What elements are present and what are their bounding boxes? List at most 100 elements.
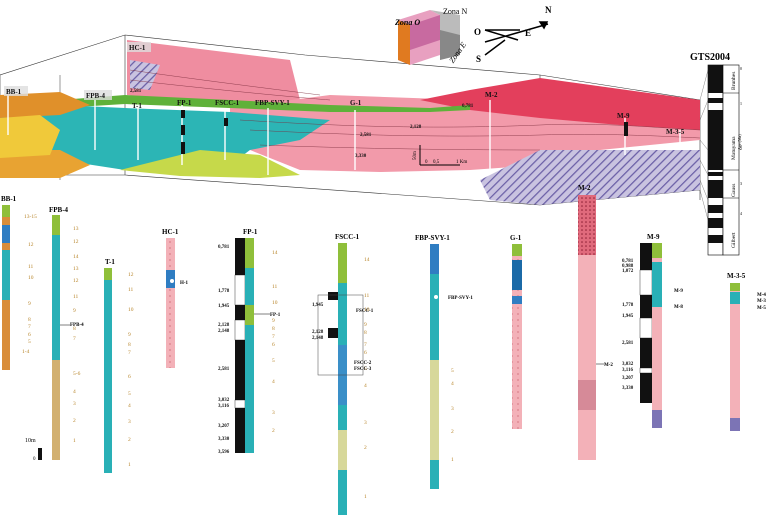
unit-label: 1	[73, 438, 76, 444]
column-title: M-2	[578, 184, 591, 192]
column-m9: M-9 0,781 0,988 1,072 1,778 1,945 2,581 …	[622, 233, 683, 428]
sample-label: M-4	[757, 293, 766, 298]
age-label: 2,581	[622, 341, 634, 346]
column-title: G-1	[510, 234, 522, 242]
column-m35: M-3-5 M-4 M-3 M-5	[727, 272, 766, 431]
unit-label: 2	[364, 445, 367, 451]
column-title: T-1	[105, 258, 115, 266]
unit-label: 7	[128, 350, 131, 356]
sample-label: FSCC-2	[354, 361, 372, 366]
scale-tick: 0,5	[433, 160, 440, 165]
age-label: 3,330	[622, 386, 634, 391]
age-label: 0,988	[622, 264, 634, 269]
zone-n-label: Zona N	[443, 7, 467, 16]
unit-label: 1	[364, 494, 367, 500]
unit-label: 6	[272, 342, 275, 348]
age-label: 3,207	[218, 424, 230, 429]
scalebar-label: 10m	[25, 438, 36, 444]
well-label-hc1: HC-1	[129, 44, 146, 52]
well-label-m35: M-3-5	[666, 128, 685, 136]
age-label: 1,945	[312, 303, 324, 308]
column-g1: G-1	[510, 234, 522, 429]
column-title: FSCC-1	[335, 233, 360, 241]
scale-tick: 1 Km	[456, 160, 467, 165]
age-label: 3,032	[622, 362, 634, 367]
well-label-bb1: BB-1	[6, 88, 22, 96]
unit-label: 8	[128, 342, 131, 348]
unit-label: 6	[364, 350, 367, 356]
unit-label: 12	[73, 278, 79, 284]
well-label-m9: M-9	[617, 112, 630, 120]
age-label: 3,032	[218, 398, 230, 403]
age-label: 2,148	[312, 336, 324, 341]
unit-label: 5-6	[73, 371, 81, 377]
epoch-matuyama: Matuyama	[731, 136, 737, 160]
epoch-gilbert: Gilbert	[731, 232, 737, 248]
unit-label: 5	[364, 366, 367, 372]
unit-label: 2	[272, 428, 275, 434]
well-label-t1: T-1	[132, 102, 142, 110]
column-t1: T-1 12 11 10 9 8 7 6 5 4 3 2 1	[104, 258, 134, 473]
scalebar-zero: 0	[33, 457, 36, 462]
age-label: 2,581	[130, 89, 142, 94]
sample-label: M-8	[674, 305, 683, 310]
unit-label: 4	[272, 379, 275, 385]
age-label: 3,116	[218, 404, 229, 409]
age-label: 0,781	[622, 259, 634, 264]
unit-label: 13	[73, 266, 79, 272]
unit-label: 4	[451, 381, 454, 387]
unit-label: 4	[364, 383, 367, 389]
epoch-gauss: Gauss	[731, 184, 737, 197]
unit-label: 8	[73, 326, 76, 332]
unit-label: 3	[451, 406, 454, 412]
unit-label: 9	[28, 301, 31, 307]
scale-tick: 0	[425, 160, 428, 165]
gts-tick: 2	[740, 146, 742, 151]
age-label: 2,148	[218, 329, 230, 334]
unit-label: 9	[73, 308, 76, 314]
panel-well-labels: BB-1 FPB-4 HC-1 T-1 FP-1 FSCC-1 FBP-SVY-…	[4, 42, 685, 136]
age-label: 0,781	[218, 245, 230, 250]
gts-title: GTS2004	[690, 52, 730, 63]
unit-label: 4	[128, 403, 131, 409]
column-title: FP-1	[243, 228, 258, 236]
panel-scale: 50m 0 0,5 1 Km	[413, 145, 467, 166]
unit-label: 8	[364, 330, 367, 336]
gts-axis-label: Age (Ma)	[737, 134, 742, 150]
column-bb1: BB-1 13-15 12 11 10 9 8 7 6 5 1-4	[1, 195, 37, 370]
block-diagram-inset: Zona O Zona N Zona E	[394, 7, 468, 65]
column-title: FBP-SVY-1	[415, 234, 450, 242]
unit-label: 5	[128, 391, 131, 397]
compass-icon	[484, 21, 549, 56]
column-title: M-9	[647, 233, 660, 241]
age-label: 2,128	[312, 330, 324, 335]
age-label: 2,128	[218, 323, 230, 328]
sample-label: M-9	[674, 289, 683, 294]
unit-label: 7	[272, 334, 275, 340]
well-label-fp1: FP-1	[177, 99, 192, 107]
unit-label: 14	[364, 257, 370, 263]
sample-label: FBP-SVY-1	[448, 296, 473, 301]
age-label: 3,330	[218, 437, 230, 442]
age-label: 3,330	[355, 154, 367, 159]
age-label: 1,072	[622, 269, 634, 274]
vertical-scale-label: 50m	[413, 151, 418, 160]
unit-label: 12	[28, 242, 34, 248]
unit-label: 9	[272, 318, 275, 324]
sample-label: FSCC-1	[356, 309, 374, 314]
gts-tick: 4	[740, 211, 742, 216]
compass-e: E	[525, 28, 531, 38]
column-m2: M-2 M-2	[578, 184, 613, 460]
age-label: 2,128	[410, 125, 422, 130]
unit-label: 10	[272, 300, 278, 306]
unit-label: 3	[364, 420, 367, 426]
unit-label: 2	[451, 429, 454, 435]
unit-label: 7	[28, 324, 31, 330]
unit-label: 3	[128, 419, 131, 425]
unit-label: 6	[128, 374, 131, 380]
unit-label: 9	[128, 332, 131, 338]
compass-s: S	[476, 54, 481, 64]
well-label-fbpsvy1: FBP-SVY-1	[255, 99, 290, 107]
unit-label: 11	[128, 287, 134, 293]
unit-label: 5	[451, 368, 454, 374]
